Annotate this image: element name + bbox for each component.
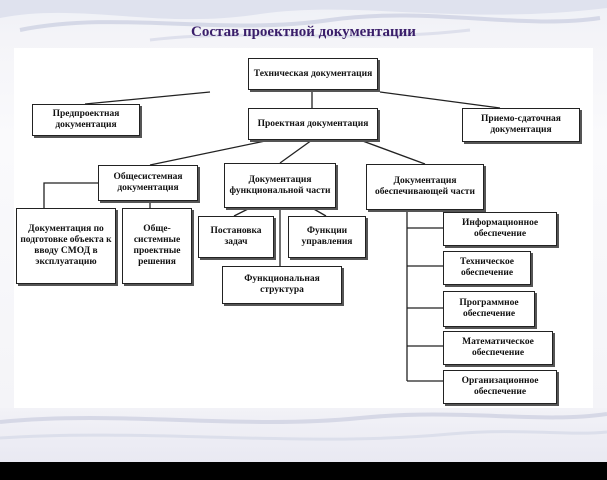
node-tech-support: Техническое обеспечение — [443, 251, 531, 285]
decorative-band-bottom — [0, 408, 607, 462]
page-title: Состав проектной документации — [191, 24, 416, 40]
node-general-docs: Общесистемная документация — [98, 165, 198, 201]
node-support-docs: Документация обеспечивающей части — [366, 164, 484, 210]
node-task-setting: Постановка задач — [198, 216, 274, 258]
bottom-black-bar — [0, 462, 607, 480]
decorative-swoosh-bottom — [0, 412, 607, 441]
node-info-support: Информационное обеспечение — [443, 212, 557, 246]
node-functional-docs: Документация функциональной части — [224, 163, 336, 208]
node-math-support: Математическое обеспечение — [443, 331, 553, 365]
node-pre-project: Предпроектная документация — [32, 104, 140, 136]
node-control-functions: Функции управления — [288, 216, 366, 258]
node-org-support: Организационное обеспечение — [443, 370, 557, 404]
node-root: Техническая документация — [248, 58, 378, 90]
node-smod-docs: Документация по подготовке объекта к вво… — [16, 208, 116, 284]
node-project: Проектная документация — [248, 108, 378, 140]
node-acceptance: Приемо-сдаточная документация — [462, 108, 580, 142]
slide: Состав проектной документации — [0, 0, 607, 462]
node-functional-structure: Функциональная структура — [222, 266, 342, 304]
node-software-support: Программное обеспечение — [443, 291, 535, 327]
node-system-solutions: Обще-системные проектные решения — [122, 208, 192, 284]
